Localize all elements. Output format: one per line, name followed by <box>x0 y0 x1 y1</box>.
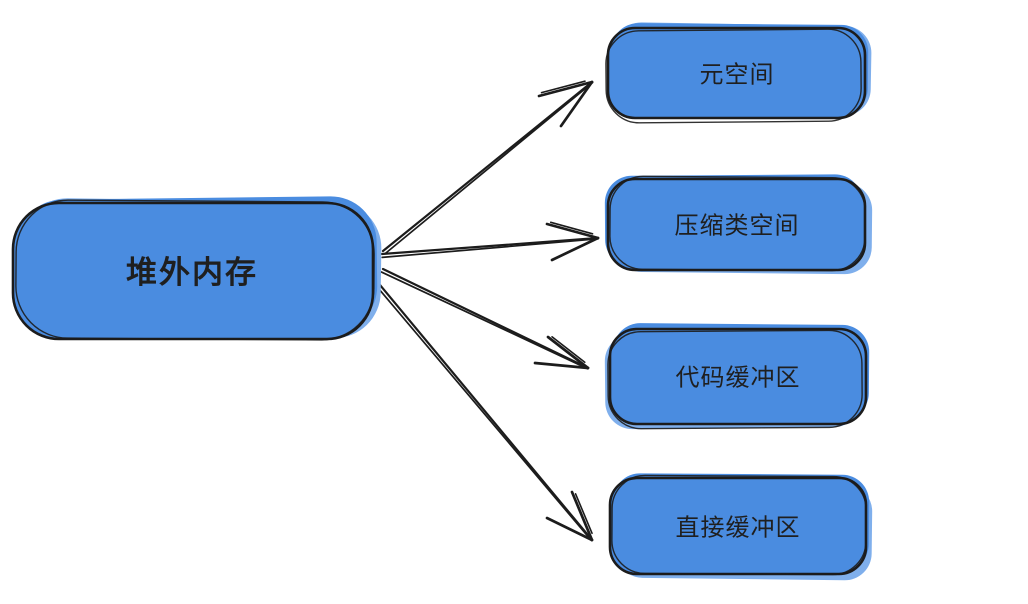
node-compressed-class-space-label: 压缩类空间 <box>675 212 800 239</box>
edge-arrowhead-barb <box>545 222 600 240</box>
edge-arrowhead-barb-echo <box>551 336 586 364</box>
edge-arrowhead-barb <box>545 516 594 542</box>
edge-shaft-sketch <box>376 286 593 542</box>
node-code-cache: 代码缓冲区 <box>604 323 870 430</box>
edge-arrowhead-barb <box>559 80 594 128</box>
edge-arrowhead-barb <box>550 236 600 262</box>
edge-shaft <box>380 236 600 256</box>
node-direct-buffer: 直接缓冲区 <box>608 473 873 581</box>
node-sketch-outline <box>605 28 862 124</box>
edge-shaft <box>381 80 594 253</box>
edge-shaft-sketch <box>384 81 594 255</box>
edge-offheap-to-code_cache <box>380 267 590 370</box>
node-metaspace-label: 元空间 <box>700 61 775 88</box>
edge-arrowhead-barb-echo <box>549 221 594 235</box>
edge-shaft <box>381 267 590 370</box>
edge-offheap-to-metaspace <box>381 80 594 255</box>
node-sketch-outline <box>15 199 375 341</box>
edge-offheap-to-compressed_class_space <box>380 221 600 262</box>
node-offheap: 堆外内存 <box>11 196 382 341</box>
node-sketch-outline <box>607 329 863 430</box>
node-sketch-outline <box>611 474 867 576</box>
edge-arrowhead-barb-echo <box>574 493 593 535</box>
node-code-cache-label: 代码缓冲区 <box>676 364 801 391</box>
nodes-layer: 堆外内存 元空间 压缩类空间 代码缓冲区 直接缓冲区 <box>11 22 873 581</box>
edge-shaft <box>378 283 594 542</box>
node-direct-buffer-label: 直接缓冲区 <box>676 514 801 541</box>
node-code-cache-shape <box>604 323 870 430</box>
edge-arrowhead-barb <box>570 490 594 542</box>
node-metaspace: 元空间 <box>605 22 872 124</box>
node-compressed-class-space-shape <box>604 174 873 275</box>
edge-arrowhead-barb <box>533 361 590 370</box>
edge-offheap-to-direct_buffer <box>376 283 594 542</box>
node-compressed-class-space: 压缩类空间 <box>604 174 873 275</box>
node-sketch-outline <box>609 175 866 272</box>
edge-arrowhead-barb-echo <box>540 80 586 94</box>
node-body-rect <box>608 327 868 426</box>
edge-shaft-sketch <box>380 271 589 370</box>
node-direct-buffer-shape <box>608 473 873 581</box>
node-metaspace-shape <box>605 22 872 124</box>
node-offheap-shape <box>11 196 382 341</box>
edge-arrowhead-barb <box>546 335 590 370</box>
node-body-rect <box>606 26 867 120</box>
edge-arrowhead-barb <box>537 80 594 98</box>
node-offheap-label: 堆外内存 <box>126 255 258 290</box>
edges-layer <box>376 80 600 542</box>
edge-shaft-sketch <box>381 237 599 259</box>
